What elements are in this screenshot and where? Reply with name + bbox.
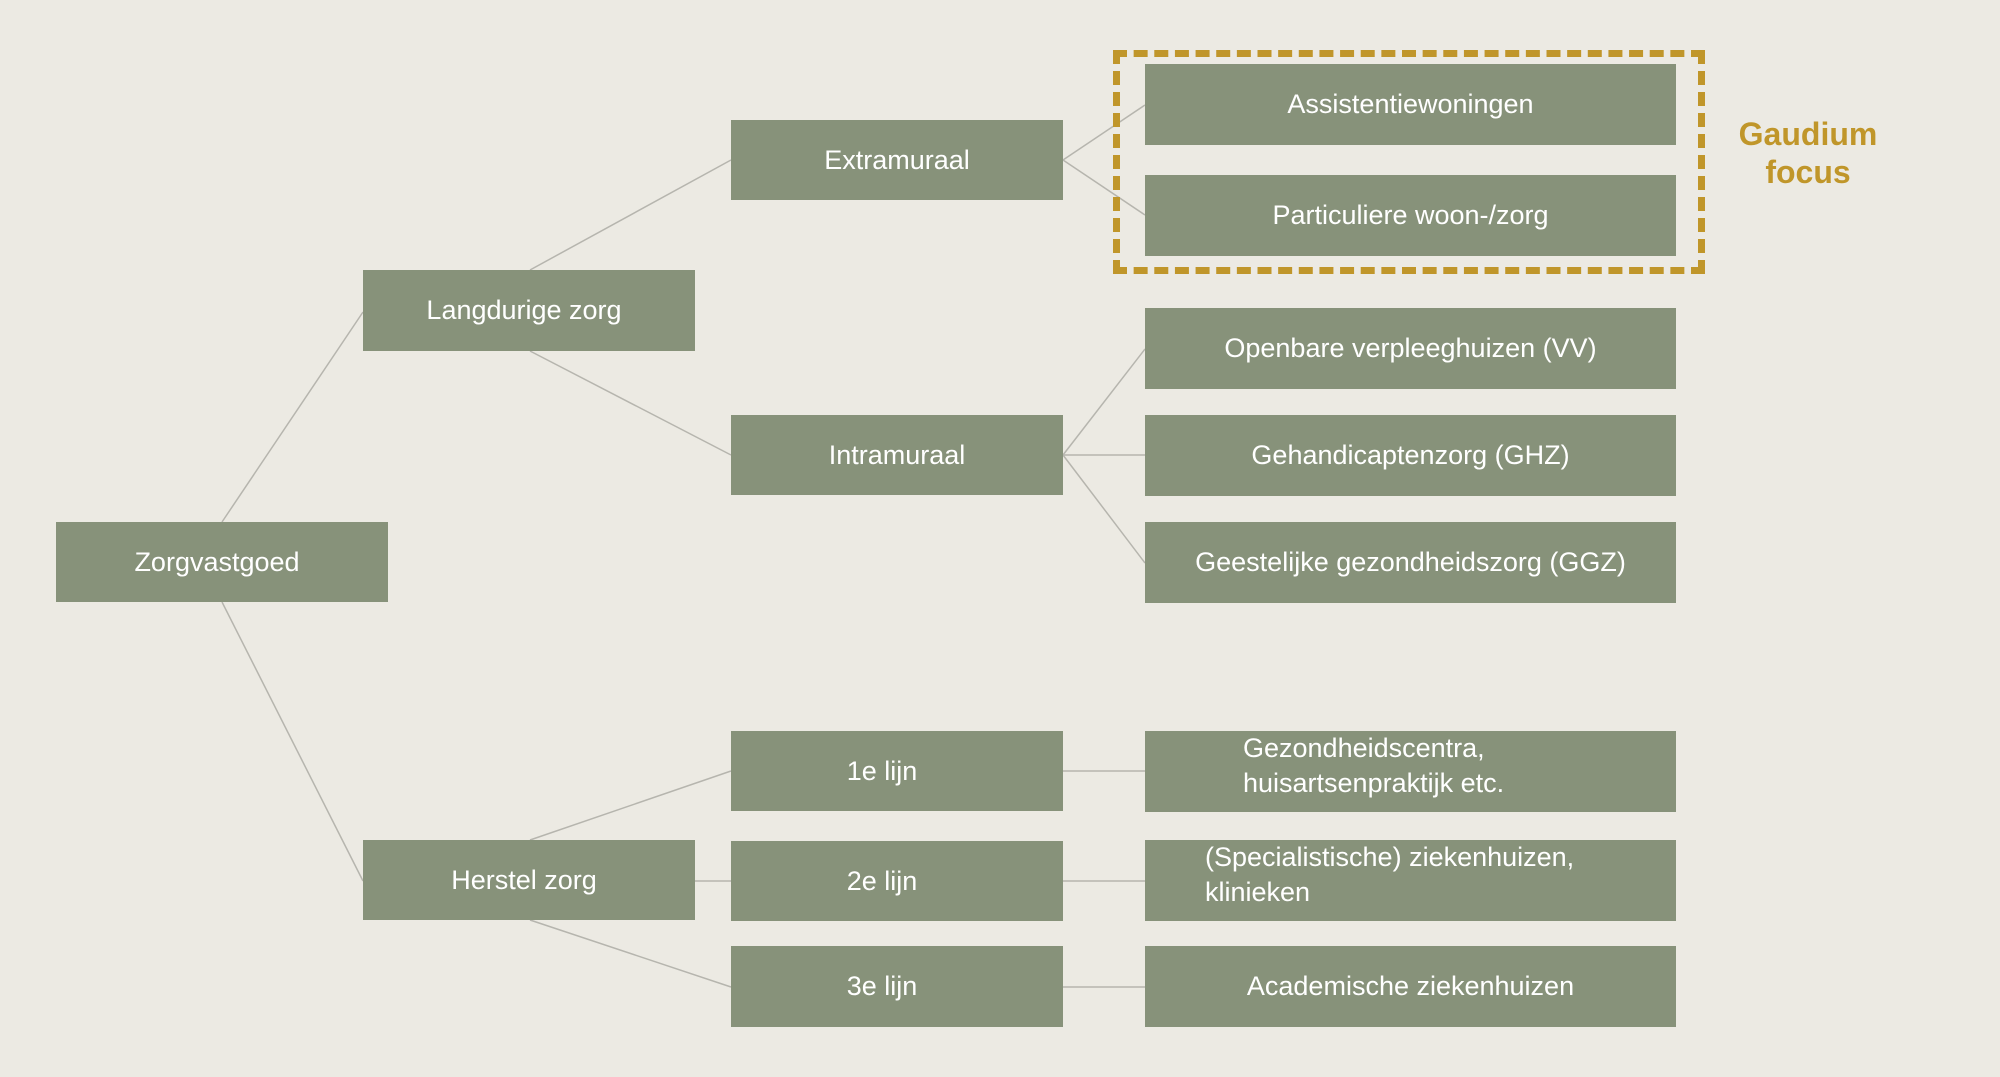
node-label: 1e lijn <box>846 755 918 786</box>
node-1e-lijn: 1e lijn <box>731 731 1063 811</box>
node-herstel-zorg: Herstel zorg <box>363 840 695 920</box>
node-label: Langdurige zorg <box>426 295 622 326</box>
node-label: Openbare verpleeghuizen (VV) <box>1224 333 1597 364</box>
node-label-line-2: klinieken <box>1205 876 1311 907</box>
node-label: Zorgvastgoed <box>134 546 300 577</box>
node-particuliere-woon-zorg: Particuliere woon-/zorg <box>1145 175 1676 256</box>
node-label: Herstel zorg <box>451 864 597 895</box>
node-label: 2e lijn <box>846 865 918 896</box>
line-herstel-lijn3 <box>529 919 732 988</box>
node-gezondheidscentra: Gezondheidscentra, huisartsenpraktijk et… <box>1145 731 1676 812</box>
node-extramuraal: Extramuraal <box>731 120 1063 200</box>
node-3e-lijn: 3e lijn <box>731 946 1063 1027</box>
node-label: Assistentiewoningen <box>1287 89 1534 120</box>
node-label: 3e lijn <box>846 971 918 1002</box>
line-intramuraal-ggz <box>1062 454 1146 564</box>
node-label-line-1: Gezondheidscentra, <box>1243 733 1485 763</box>
node-label: Geestelijke gezondheidszorg (GGZ) <box>1195 547 1626 578</box>
gaudium-focus-label: Gaudium focus <box>1738 116 1878 191</box>
node-label: Extramuraal <box>824 144 970 175</box>
node-label: Intramuraal <box>828 439 966 470</box>
node-intramuraal: Intramuraal <box>731 415 1063 495</box>
node-zorgvastgoed: Zorgvastgoed <box>56 522 388 602</box>
line-extramuraal-particuliere <box>1062 159 1146 216</box>
line-herstel-lijn1 <box>529 770 732 841</box>
node-academische-ziekenhuizen: Academische ziekenhuizen <box>1145 946 1676 1027</box>
node-geestelijke-gezondheidszorg: Geestelijke gezondheidszorg (GGZ) <box>1145 522 1676 603</box>
node-label-line-2: huisartsenpraktijk etc. <box>1243 767 1505 798</box>
node-label: Particuliere woon-/zorg <box>1272 200 1549 231</box>
line-extramuraal-assistentie <box>1062 104 1146 161</box>
line-root-langdurige <box>221 311 364 523</box>
node-langdurige-zorg: Langdurige zorg <box>363 270 695 351</box>
node-label: Academische ziekenhuizen <box>1246 971 1575 1002</box>
line-root-herstel <box>221 601 364 882</box>
gaudium-focus-frame <box>1113 50 1705 274</box>
line-intramuraal-vv <box>1062 348 1146 456</box>
node-specialistische-ziekenhuizen: (Specialistische) ziekenhuizen, klinieke… <box>1145 840 1676 921</box>
node-label: Gehandicaptenzorg (GHZ) <box>1251 440 1570 471</box>
node-assistentiewoningen: Assistentiewoningen <box>1145 64 1676 145</box>
node-2e-lijn: 2e lijn <box>731 841 1063 921</box>
node-gehandicaptenzorg: Gehandicaptenzorg (GHZ) <box>1145 415 1676 496</box>
node-label-line-1: (Specialistische) ziekenhuizen, <box>1205 842 1575 872</box>
line-langdurige-extramuraal <box>529 159 732 271</box>
node-openbare-verpleeghuizen: Openbare verpleeghuizen (VV) <box>1145 308 1676 389</box>
line-langdurige-intramuraal <box>529 350 732 456</box>
